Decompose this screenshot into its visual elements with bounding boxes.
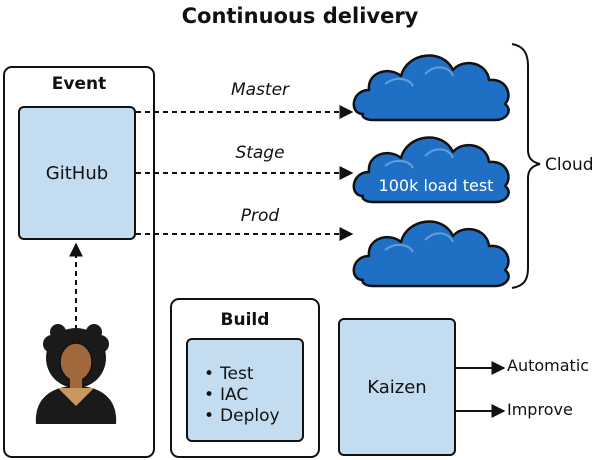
output-improve: Improve xyxy=(507,400,573,419)
branch-label-prod: Prod xyxy=(240,206,280,226)
developer-person-icon xyxy=(35,324,117,424)
cloud-stage-text: 100k load test xyxy=(378,176,494,195)
output-automatic: Automatic xyxy=(507,356,590,375)
cloud-icon xyxy=(352,220,510,288)
github-box[interactable]: GitHub xyxy=(18,106,136,240)
build-steps-box: Test IAC Deploy xyxy=(186,338,304,442)
build-label: Build xyxy=(220,310,270,330)
branch-label-master: Master xyxy=(230,80,290,100)
branch-label-stage: Stage xyxy=(235,143,285,163)
cloud-icon xyxy=(352,54,510,122)
kaizen-label: Kaizen xyxy=(367,376,427,398)
event-label: Event xyxy=(51,74,107,94)
cloud-brace xyxy=(511,43,541,289)
build-step-iac: IAC xyxy=(204,385,302,406)
github-label: GitHub xyxy=(45,162,109,184)
kaizen-box[interactable]: Kaizen xyxy=(338,318,456,456)
cloud-group-label: Cloud xyxy=(545,155,594,175)
build-step-deploy: Deploy xyxy=(204,406,302,427)
diagram-title: Continuous delivery xyxy=(181,4,419,28)
build-step-test: Test xyxy=(204,364,302,385)
